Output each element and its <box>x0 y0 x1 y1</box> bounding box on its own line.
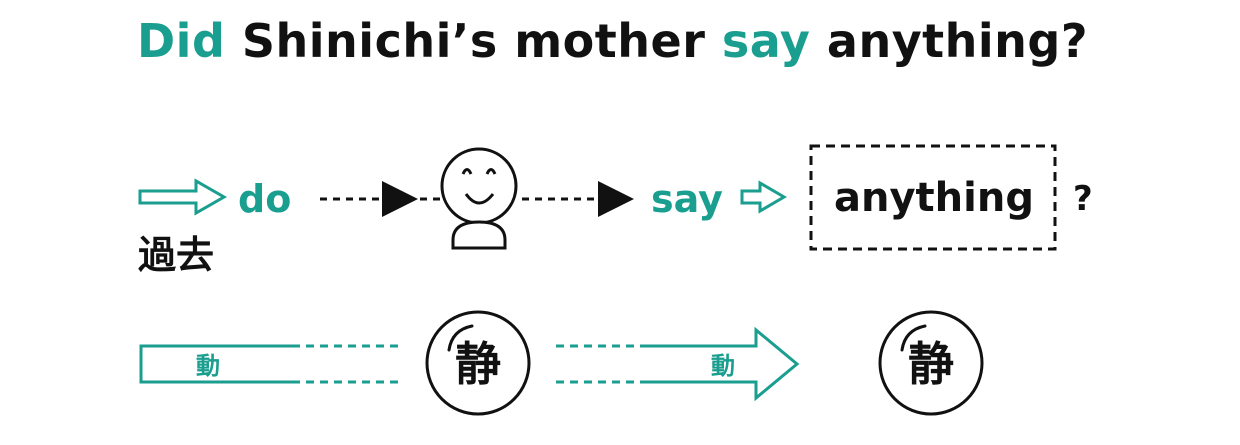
dynamic-arrow-right-icon <box>644 326 800 402</box>
dynamic-label-left: 動 <box>196 352 220 380</box>
static-bubble-right: 静 <box>878 310 984 416</box>
page-title: Did Shinichi’s mother say anything? <box>137 14 1088 68</box>
title-word-middle: Shinichi’s mother <box>241 14 706 68</box>
title-word-did: Did <box>137 14 226 68</box>
say-label: say <box>651 177 723 221</box>
anything-box <box>809 144 1057 251</box>
dynamic-label-right: 動 <box>711 352 735 380</box>
title-word-end: anything? <box>826 14 1089 68</box>
dynamic-bar-left <box>139 344 292 384</box>
title-word-say: say <box>721 14 811 68</box>
do-label: do <box>238 177 291 221</box>
static-label-right: 静 <box>908 337 954 391</box>
person-icon <box>440 147 518 250</box>
say-arrow-icon <box>740 180 787 214</box>
static-label-left: 静 <box>455 337 501 391</box>
anything-label: anything <box>834 175 1034 221</box>
static-bubble-left: 静 <box>425 310 531 416</box>
past-label: 過去 <box>138 233 214 277</box>
past-arrow-icon <box>138 178 228 216</box>
question-mark: ? <box>1073 179 1093 219</box>
